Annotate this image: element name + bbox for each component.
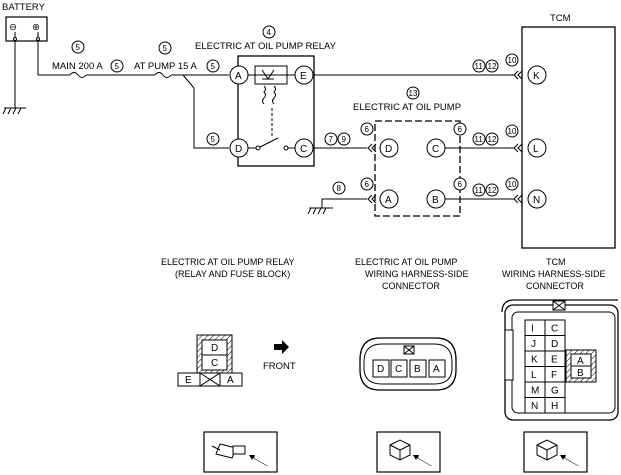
- tcm-conn-side-pin-b: B: [577, 368, 584, 379]
- relay-pin-e: E: [300, 71, 307, 82]
- tcm-conn-pin-g: G: [551, 386, 559, 397]
- callout-4: 4: [267, 28, 272, 37]
- tcm-pin-n: N: [533, 195, 540, 206]
- callout-10b: 10: [508, 127, 517, 136]
- pump-fuse-label: AT PUMP 15 A: [134, 61, 197, 72]
- callout-8: 8: [337, 184, 342, 193]
- pump-conn-pin-c: C: [395, 364, 402, 375]
- pump-title: ELECTRIC AT OIL PUMP: [353, 102, 461, 113]
- callout-10c: 10: [508, 180, 517, 189]
- tcm-caption: TCM WIRING HARNESS-SIDE CONNECTOR: [502, 257, 606, 291]
- tcm-conn-pin-n: N: [531, 401, 538, 412]
- relay-pin-c: C: [300, 144, 307, 155]
- tcm: TCM K L N: [513, 13, 616, 249]
- callout-5b: 5: [115, 62, 120, 71]
- battery-ground: [2, 41, 26, 115]
- tcm-conn-pin-h: H: [551, 401, 558, 412]
- pump-pin-d: D: [385, 144, 392, 155]
- callout-12a: 12: [488, 62, 497, 71]
- front-arrow-icon: [274, 340, 289, 354]
- tcm-pin-k: K: [533, 71, 540, 82]
- pump-pin-a: A: [385, 195, 392, 206]
- pump-caption-line2: WIRING HARNESS-SIDE: [365, 269, 469, 279]
- oil-pump-relay: 4 ELECTRIC AT OIL PUMP RELAY A E D C: [195, 25, 337, 167]
- relay-conn-pin-a: A: [227, 375, 234, 386]
- callout-11a: 11: [475, 62, 484, 71]
- tcm-conn-pin-m: M: [531, 386, 539, 397]
- main-feed-wire: [37, 41, 229, 149]
- callout-6b: 6: [365, 180, 370, 189]
- tcm-caption-line3: CONNECTOR: [526, 281, 584, 291]
- battery: BATTERY ⊖ ⊕: [2, 2, 48, 42]
- callout-6c: 6: [458, 125, 463, 134]
- tcm-conn-pin-d: D: [551, 339, 558, 350]
- tcm-caption-line1: TCM: [546, 257, 566, 267]
- callout-12b: 12: [488, 135, 497, 144]
- tcm-conn-cell: [524, 319, 546, 336]
- front-indicator: FRONT: [263, 340, 296, 372]
- tcm-conn-pin-f: F: [551, 370, 557, 381]
- callout-5a: 5: [76, 43, 81, 52]
- callout-11b: 11: [475, 135, 484, 144]
- callout-7: 7: [329, 135, 334, 144]
- callout-10a: 10: [508, 56, 517, 65]
- callouts-5: 5 5 5 5 5: [71, 40, 220, 146]
- battery-pos-terminal: ⊕: [32, 22, 40, 33]
- callout-5e: 5: [211, 135, 216, 144]
- relay-conn-pin-d: D: [211, 343, 218, 354]
- tcm-conn-side-pin-a: A: [577, 356, 584, 367]
- callout-5c: 5: [163, 44, 168, 53]
- tcm-connector-face: I C J D K E L F M G N H A B: [501, 299, 619, 421]
- pump-pin-b: B: [432, 195, 439, 206]
- callouts-tcm: 11 12 10 11 12 10 11 12 10: [472, 53, 519, 197]
- callout-11c: 11: [475, 186, 484, 195]
- tcm-conn-pin-e: E: [551, 355, 558, 366]
- callout-9: 9: [342, 135, 347, 144]
- pump-caption: ELECTRIC AT OIL PUMP WIRING HARNESS-SIDE…: [355, 257, 469, 291]
- battery-title: BATTERY: [2, 2, 46, 13]
- pump-ground: [307, 198, 367, 215]
- tcm-conn-cell: [544, 397, 566, 414]
- front-label: FRONT: [263, 361, 296, 372]
- pump-caption-line3: CONNECTOR: [382, 281, 440, 291]
- relay-title: ELECTRIC AT OIL PUMP RELAY: [195, 41, 337, 52]
- tcm-conn-pin-k: K: [531, 355, 538, 366]
- electric-oil-pump: 13 ELECTRIC AT OIL PUMP D C A B 6 6 6 6: [353, 86, 467, 217]
- tcm-view-icon: [523, 431, 588, 473]
- relay-caption-line2: (RELAY AND FUSE BLOCK): [175, 269, 290, 279]
- callout-6d: 6: [458, 180, 463, 189]
- relay-caption: ELECTRIC AT OIL PUMP RELAY (RELAY AND FU…: [161, 257, 295, 279]
- tcm-caption-line2: WIRING HARNESS-SIDE: [502, 269, 606, 279]
- tcm-title: TCM: [550, 13, 571, 24]
- relay-view-icon: [203, 431, 278, 473]
- callout-13: 13: [409, 89, 418, 98]
- callout-6a: 6: [365, 125, 370, 134]
- pump-conn-pin-a: A: [433, 364, 440, 375]
- pump-conn-pin-b: B: [414, 364, 421, 375]
- main-fuse-label: MAIN 200 A: [52, 61, 103, 72]
- pump-conn-pin-d: D: [377, 364, 384, 375]
- tcm-conn-pin-l: L: [531, 370, 537, 381]
- relay-conn-pin-c: C: [211, 358, 218, 369]
- pump-connector-face: D C B A: [359, 337, 457, 391]
- relay-pin-d: D: [235, 144, 242, 155]
- relay-caption-line1: ELECTRIC AT OIL PUMP RELAY: [161, 257, 295, 267]
- relay-connector-face: D C E A: [177, 334, 243, 387]
- pump-caption-line1: ELECTRIC AT OIL PUMP: [355, 257, 457, 267]
- callouts-wire-79: 7 9: [324, 132, 351, 146]
- battery-neg-terminal: ⊖: [9, 22, 17, 33]
- pump-pin-c: C: [432, 144, 439, 155]
- pump-view-icon: [376, 431, 441, 473]
- battery-body: [5, 16, 48, 42]
- callout-5d: 5: [211, 62, 216, 71]
- relay-pin-a: A: [235, 71, 242, 82]
- callout-12c: 12: [488, 186, 497, 195]
- tcm-conn-pin-i: I: [531, 324, 534, 335]
- tcm-conn-pin-j: J: [531, 339, 536, 350]
- tcm-pin-l: L: [533, 144, 539, 155]
- relay-conn-pin-e: E: [185, 375, 192, 386]
- tcm-conn-pin-c: C: [551, 324, 558, 335]
